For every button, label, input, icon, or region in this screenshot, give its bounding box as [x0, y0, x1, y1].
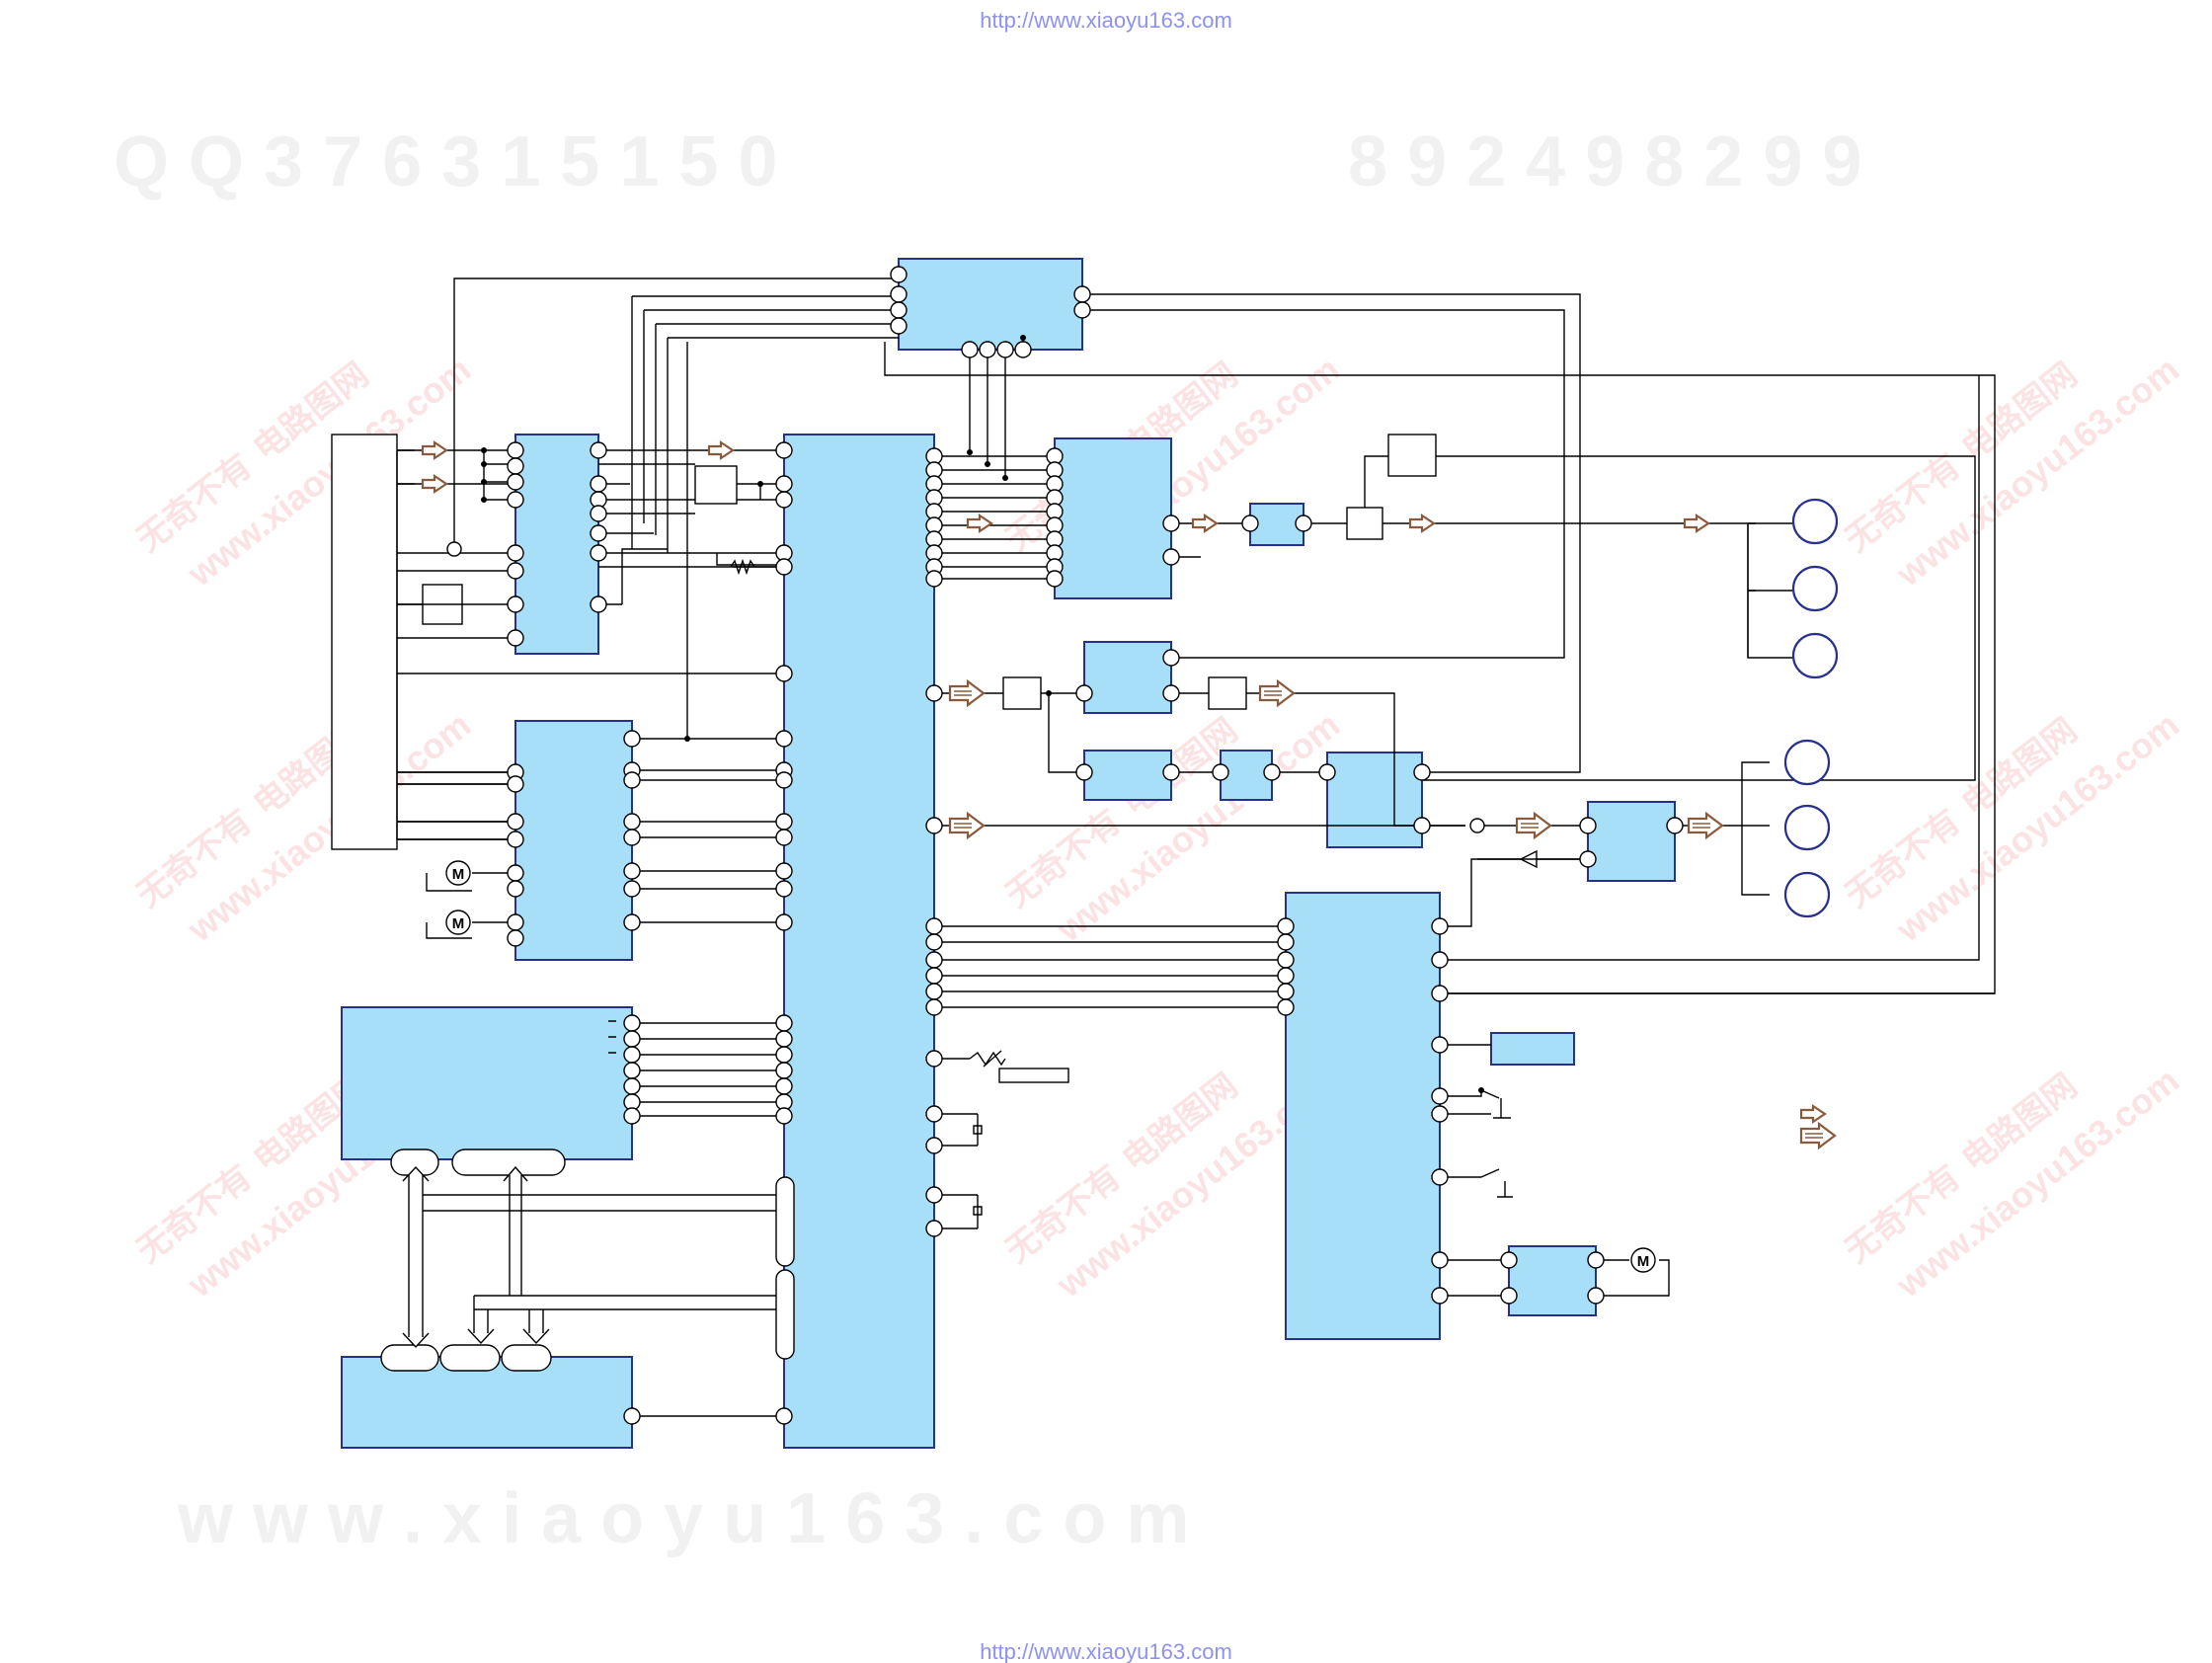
main-dsp-block [783, 434, 935, 1449]
jack-5 [1783, 804, 1831, 851]
bottom-left-block [341, 1356, 633, 1449]
motors: M M M [445, 860, 1656, 1273]
motor-driver-2-block [1508, 1245, 1597, 1316]
small-box-3 [1387, 434, 1437, 477]
connector-block [331, 434, 398, 850]
legend-arrow-1 [1799, 1104, 1827, 1124]
resistor-icon [730, 558, 755, 576]
small-box-7 [998, 1068, 1069, 1083]
footer-url: http://www.xiaoyu163.com [980, 1639, 1232, 1663]
jack-6 [1783, 871, 1831, 918]
svg-text:M: M [452, 866, 465, 883]
motor-icon: M [445, 860, 471, 886]
variable-resistor-icon [969, 1050, 1006, 1068]
legend-arrow-2 [1799, 1122, 1837, 1149]
small-box-2 [694, 465, 738, 505]
ic-blocks [331, 258, 1676, 1449]
bus-oval-2 [451, 1148, 566, 1176]
jack-1 [1791, 498, 1839, 545]
watermark-qq: Q Q 3 7 6 3 1 5 1 5 0 [114, 122, 777, 201]
svg-text:M: M [1637, 1253, 1650, 1270]
summing-junctions [446, 541, 1485, 833]
bus-oval-4 [439, 1344, 501, 1372]
watermark-phone: 8 9 2 4 9 8 2 9 9 [1348, 122, 1861, 201]
motor-icon: M [445, 910, 471, 935]
crystal-icon [973, 1125, 983, 1216]
small-box-5 [1002, 676, 1042, 710]
bus-oval-6 [775, 1176, 795, 1267]
dac-block [1054, 437, 1172, 599]
junction-dots [481, 335, 1052, 742]
small-box-6 [1208, 676, 1247, 710]
top-block [898, 258, 1083, 351]
watermarks: Q Q 3 7 6 3 1 5 1 5 0 8 9 2 4 9 8 2 9 9 … [114, 122, 2186, 1558]
memory-block [341, 1006, 633, 1160]
audio-block-3 [1083, 750, 1172, 801]
jack-4 [1783, 739, 1831, 786]
small-block [1490, 1032, 1575, 1066]
audio-block-2 [1083, 641, 1172, 714]
rf-amp-block [514, 434, 599, 655]
motor-driver-block [514, 720, 633, 961]
jack-3 [1791, 632, 1839, 679]
switch-icon [1480, 1089, 1513, 1198]
buffer-triangle [1519, 849, 1538, 869]
audio-block-4 [1220, 750, 1273, 801]
header-url: http://www.xiaoyu163.com [980, 8, 1232, 33]
bus-ovals [380, 1148, 795, 1372]
motor-icon: M [1630, 1247, 1656, 1273]
system-ctrl-block [1285, 892, 1441, 1340]
mixer-block [1326, 752, 1423, 848]
wires [396, 277, 1996, 1417]
output-jacks [1783, 498, 1839, 918]
jack-2 [1791, 565, 1839, 612]
bus-oval-7 [775, 1269, 795, 1360]
svg-text:M: M [452, 915, 465, 932]
pins [507, 266, 1684, 1425]
power-amp-block [1587, 801, 1676, 882]
watermark-site: w w w . x i a o y u 1 6 3 . c o m [177, 1479, 1189, 1558]
bus-oval-5 [501, 1344, 552, 1372]
small-box-4 [1346, 507, 1383, 540]
memory-tick-marks [608, 1020, 616, 1054]
misc-components [608, 558, 1538, 1216]
bus-oval-3 [380, 1344, 439, 1372]
